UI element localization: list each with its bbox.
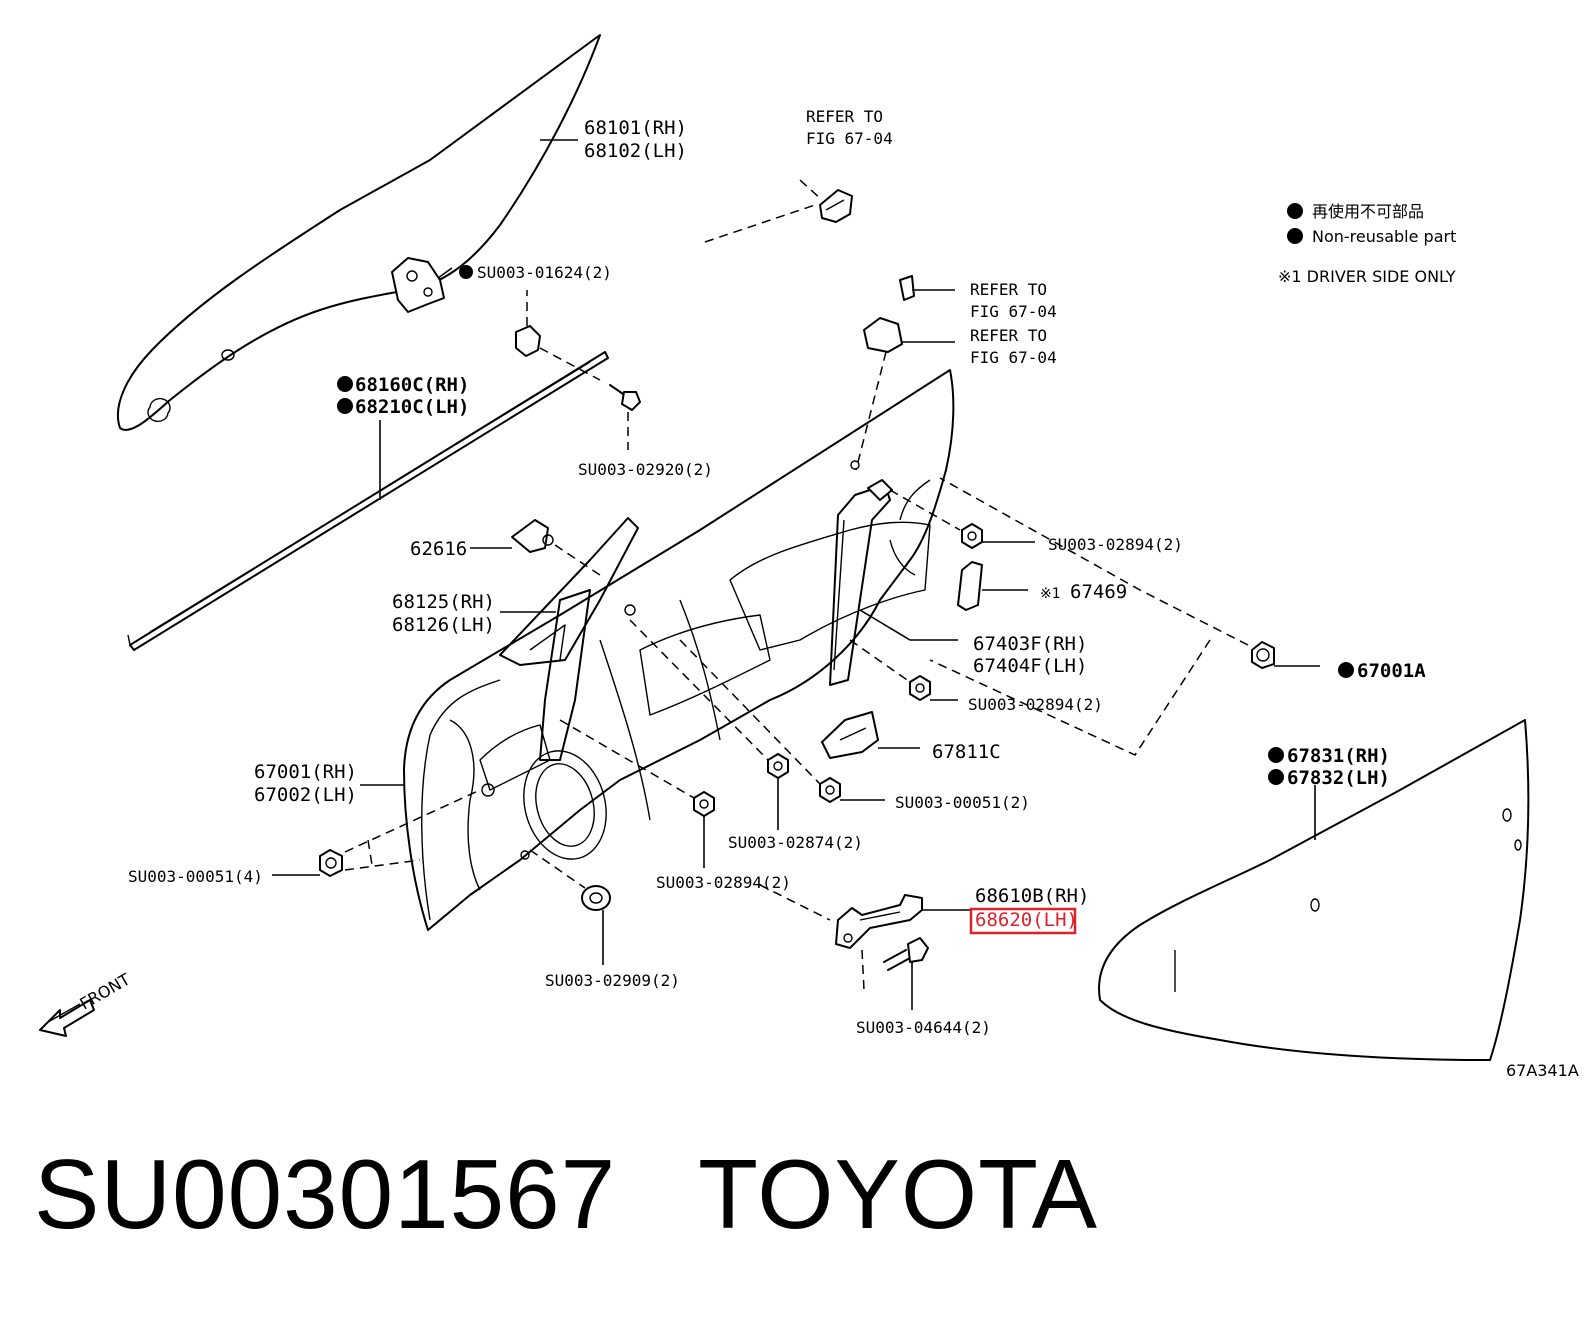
legend-line1: 再使用不可部品 [1312,202,1424,221]
caption: SU00301567 TOYOTA [34,1138,1098,1251]
label-67831: 67831(RH) [1287,745,1390,767]
parts-diagram: 68101(RH) 68102(LH) REFER TO FIG 67-04 S… [39,34,1579,1080]
label-67001a: 67001A [1357,660,1426,682]
non-reusable-mark [459,265,473,279]
label-68125: 68125(RH) [392,591,495,613]
label-68101: 68101(RH) [584,117,687,139]
belt-moulding [127,351,609,651]
door-check [759,884,923,991]
label-su003-02894-c: SU003-02894(2) [656,873,791,892]
label-front: FRONT [77,970,134,1014]
label-su003-02909: SU003-02909(2) [545,971,680,990]
labels: 68101(RH) 68102(LH) REFER TO FIG 67-04 S… [77,107,1579,1080]
label-67811c: 67811C [932,741,1001,763]
nut-su003-00051-left [319,789,481,877]
label-su003-04644: SU003-04644(2) [856,1018,991,1037]
legend-line2: Non-reusable part [1312,227,1456,246]
door-trim-board [1098,719,1530,1061]
bolt-su003-04644 [883,937,929,971]
grommet-su003-02909 [529,849,611,911]
label-68210c: 68210C(LH) [355,396,469,418]
label-67469-mark: ※1 [1040,586,1061,602]
refer-part-regulator [855,275,915,471]
caption-part-number: SU00301567 [34,1139,617,1249]
label-refer-a2: FIG 67-04 [806,129,893,148]
nut-su003-02874 [629,619,789,779]
label-su003-02920: SU003-02920(2) [578,460,713,479]
label-68160c: 68160C(RH) [355,374,469,396]
bracket-67811c [821,711,879,759]
label-su003-00051-b: SU003-00051(4) [128,867,263,886]
front-arrow [39,999,95,1037]
leader-lines [272,139,1320,1010]
label-refer-c1: REFER TO [970,326,1047,345]
caption-brand: TOYOTA [698,1139,1099,1249]
legend-dot [1287,228,1303,244]
window-regulator [539,479,893,761]
door-panel [403,369,955,931]
label-67001: 67001(RH) [254,761,357,783]
door-glass [116,34,601,431]
label-refer-c2: FIG 67-04 [970,348,1057,367]
label-refer-b2: FIG 67-04 [970,302,1057,321]
non-reusable-mark [1268,769,1284,785]
clip-su003-01624 [515,290,601,381]
label-su003-01624: SU003-01624(2) [477,263,612,282]
label-su003-02894-a: SU003-02894(2) [1048,535,1183,554]
highlight-box [969,907,1077,935]
non-reusable-mark [1338,662,1354,678]
non-reusable-mark [337,376,353,392]
legend-note: ※1 DRIVER SIDE ONLY [1278,267,1456,286]
label-68610b: 68610B(RH) [975,885,1089,907]
figure-code: 67A341A [1506,1061,1579,1080]
label-su003-02894-b: SU003-02894(2) [968,695,1103,714]
front-sash [499,517,639,666]
label-67469: 67469 [1070,581,1127,603]
label-67404f: 67404F(LH) [973,655,1087,677]
label-62616: 62616 [410,538,467,560]
label-refer-a1: REFER TO [806,107,883,126]
non-reusable-mark [1268,747,1284,763]
label-68620-highlighted: 68620(LH) [975,909,1078,931]
screw-su003-02920 [609,384,641,450]
refer-part-upper [704,179,853,243]
nut-su003-02894-middle [849,639,931,701]
non-reusable-mark [337,398,353,414]
label-refer-b1: REFER TO [970,280,1047,299]
label-68102: 68102(LH) [584,140,687,162]
label-su003-00051-a: SU003-00051(2) [895,793,1030,812]
nut-su003-02894-upper [889,489,983,549]
nut-su003-02894-lower [559,719,715,817]
nut-su003-00051-right [679,639,841,803]
label-su003-02874: SU003-02874(2) [728,833,863,852]
label-68126: 68126(LH) [392,614,495,636]
label-67832: 67832(LH) [1287,767,1390,789]
nut-67001a [929,477,1275,756]
legend-dot [1287,203,1303,219]
label-67002: 67002(LH) [254,784,357,806]
bracket-62616 [511,519,601,576]
label-67403f: 67403F(RH) [973,633,1087,655]
pad-67469 [957,561,983,611]
